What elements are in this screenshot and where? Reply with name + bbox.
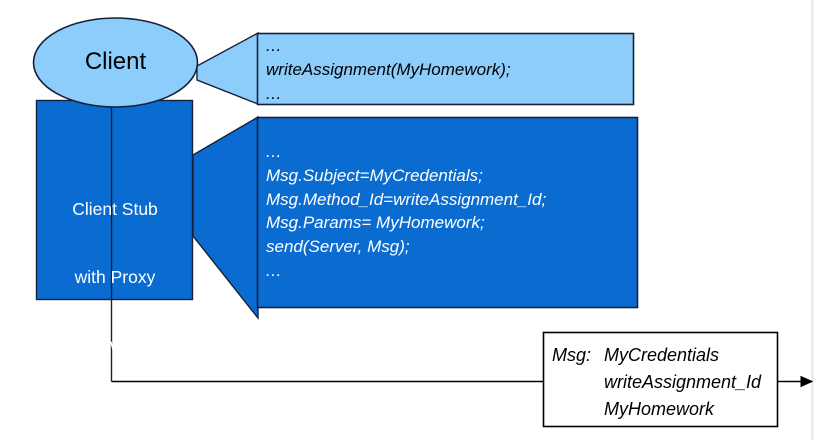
message-key-label: Msg:: [552, 345, 592, 365]
client-stub-label-line: (here without: [64, 335, 166, 355]
message-box: [542, 331, 779, 428]
message-box-content: Msg: MyCredentials writeAssignment_Id My…: [552, 342, 761, 423]
stub-code-line: ...: [266, 142, 282, 161]
stub-callout-code: ... Msg.Subject=MyCredentials; Msg.Metho…: [266, 140, 546, 283]
application-callout-tail: [196, 31, 259, 106]
message-row: Msg: MyCredentials: [552, 342, 761, 369]
message-value: writeAssignment_Id: [604, 372, 762, 392]
stub-code-line: ...: [266, 260, 282, 280]
stub-code-line: send(Server, Msg);: [266, 237, 410, 257]
application-callout-box: [256, 32, 635, 106]
client-stub-label-line: Client Stub: [72, 198, 158, 219]
message-outgoing-arrowhead: [800, 375, 814, 388]
client-stub-body: [35, 99, 194, 301]
message-key-spacer: [552, 396, 604, 423]
application-code-line: writeAssignment(MyHomework);: [266, 59, 511, 79]
client-stub-label-line: with Proxy: [74, 266, 156, 287]
stub-callout-box: [256, 116, 639, 309]
message-key-spacer: [552, 369, 604, 396]
application-callout-code: ... writeAssignment(MyHomework); ...: [266, 34, 511, 105]
message-row: writeAssignment_Id: [552, 369, 761, 396]
application-code-line: ...: [266, 83, 282, 103]
stub-code-line: Msg.Method_Id=writeAssignment_Id;: [266, 189, 547, 209]
message-row: MyHomework: [552, 396, 761, 423]
stub-callout-tail: [192, 115, 259, 321]
message-value: MyHomework: [604, 399, 715, 419]
message-value: MyCredentials: [604, 345, 720, 365]
stub-code-line: Msg.Params= MyHomework;: [266, 213, 485, 233]
client-label: Client: [84, 48, 147, 75]
stub-code-line: Msg.Subject=MyCredentials;: [266, 165, 483, 185]
application-code-line: ...: [266, 36, 282, 55]
client-stub-label-line: PEP and PDP): [57, 403, 173, 424]
client-ellipse: [32, 17, 199, 108]
client-stub-label: Client Stub with Proxy (here without PEP…: [30, 152, 200, 440]
